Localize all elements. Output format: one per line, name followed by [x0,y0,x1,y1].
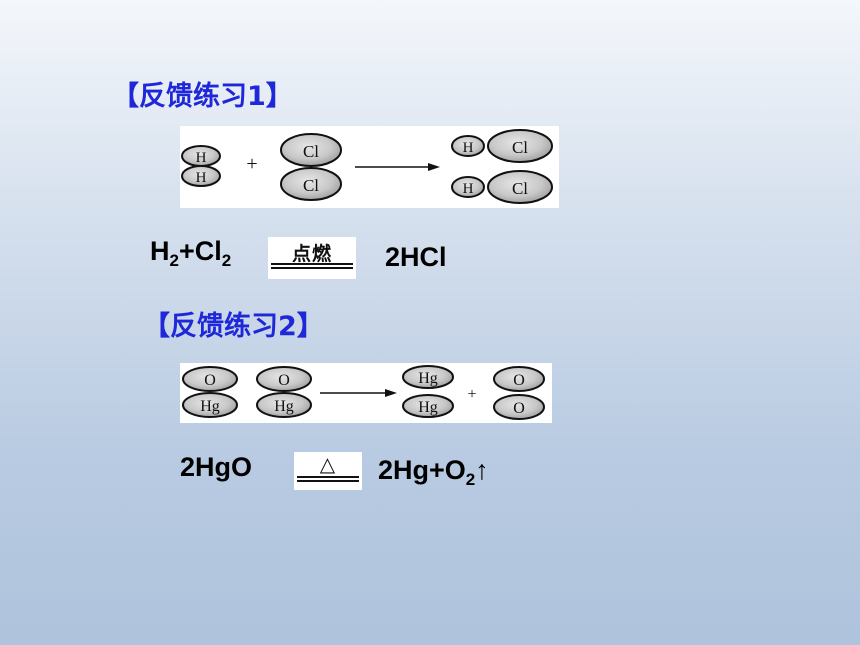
plus-sign: + [467,386,476,403]
products: 2Hg+O [378,455,466,485]
hcl-molecule: H Cl [451,129,553,163]
subscript: 2 [221,251,232,270]
svg-text:Cl: Cl [512,138,528,157]
hgo-decomposition-diagram: O Hg O Hg Hg Hg + O O [180,363,552,423]
svg-text:O: O [278,372,290,389]
hgo-molecule: O Hg [256,366,312,418]
exercise-1-heading: 【反馈练习1】 [112,81,293,112]
equals-double-line [271,263,353,269]
reaction-arrow [355,163,440,171]
reactant-cl: Cl [194,236,222,266]
hcl-reaction-diagram: H H + Cl Cl H Cl H Cl [180,126,559,208]
cl-atom-label: Cl [303,142,319,161]
plus: + [178,236,195,266]
svg-text:H: H [463,140,474,156]
cl-atom-label: Cl [303,176,319,195]
equals-double-line [297,476,359,482]
equation-2-products: 2Hg+O2↑ [378,455,489,490]
cl2-molecule: Cl Cl [280,133,342,201]
reaction-arrow [320,389,397,397]
plus-sign: + [246,153,257,175]
hgo-molecule: O Hg [182,366,238,418]
condition-heat: △ [294,452,362,490]
svg-text:Hg: Hg [418,370,438,387]
svg-text:H: H [463,181,474,197]
svg-text:Hg: Hg [418,399,438,416]
condition-ignite: 点燃 [268,237,356,279]
o2-molecule: O O [493,366,545,420]
condition-label: 点燃 [291,243,332,265]
svg-text:Hg: Hg [274,398,294,415]
equation-1-reactants: H2+Cl2 [150,236,231,271]
svg-text:Hg: Hg [200,398,220,415]
svg-text:O: O [513,400,525,417]
hg-atoms: Hg Hg [402,365,454,418]
reactant-h: H [150,236,170,266]
equation-2-reactant: 2HgO [180,452,253,482]
h-atom-label: H [196,170,207,186]
hcl-molecule: H Cl [451,170,553,204]
gas-arrow: ↑ [475,455,489,485]
h2-molecule: H H [181,145,221,187]
svg-text:O: O [204,372,216,389]
equation-1-product: 2HCl [385,242,447,272]
svg-text:O: O [513,372,525,389]
exercise-2-heading: 【反馈练习2】 [143,311,324,342]
heat-symbol: △ [319,452,337,476]
subscript: 2 [169,251,179,270]
h-atom-label: H [196,150,207,166]
svg-text:Cl: Cl [512,179,528,198]
subscript: 2 [465,470,476,489]
